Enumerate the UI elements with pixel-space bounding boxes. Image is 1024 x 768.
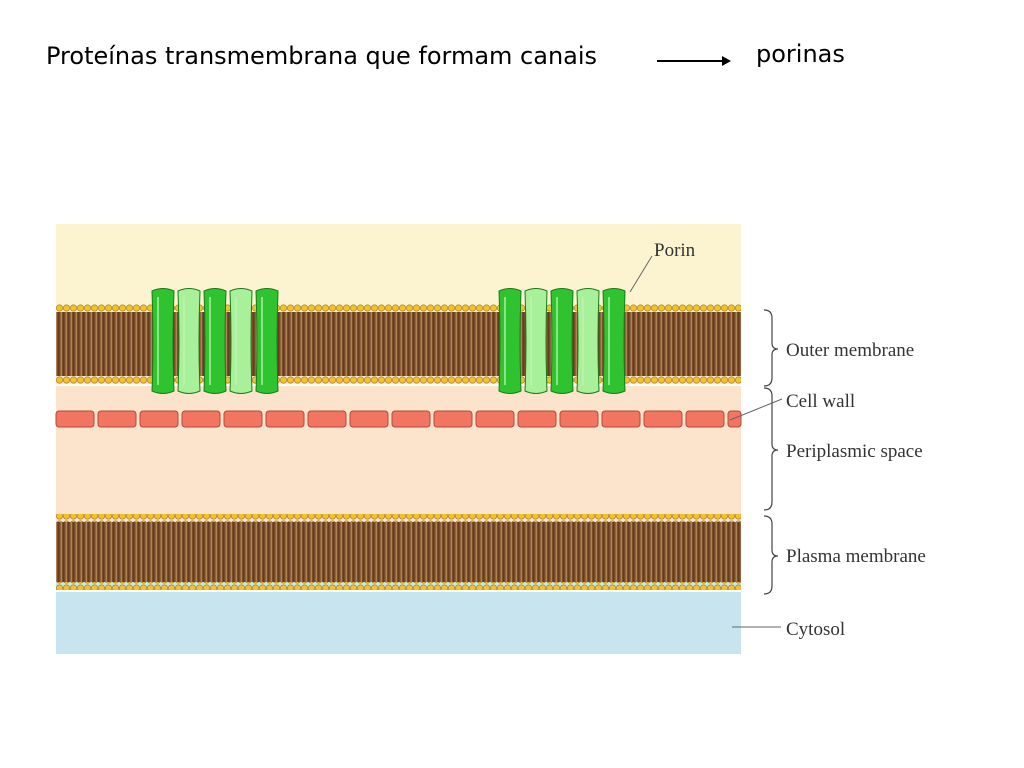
arrow-line [657,60,725,62]
arrow-head-icon [722,56,731,66]
label-plasma-membrane: Plasma membrane [786,546,926,567]
cell-wall-segment [139,410,179,428]
label-periplasmic-space: Periplasmic space [786,441,923,462]
cell-wall-segment [685,410,725,428]
leader-cell-wall [729,398,783,421]
label-cytosol: Cytosol [786,619,845,640]
cell-wall-segment [601,410,641,428]
bracket-outer-membrane [763,309,779,387]
porin-protein [498,288,626,394]
cell-wall-segment [727,410,742,428]
label-outer-membrane: Outer membrane [786,340,914,361]
cell-wall-segment [97,410,137,428]
porin-protein [151,288,279,394]
cell-wall-segment [391,410,431,428]
cell-wall-segment [475,410,515,428]
cell-wall-segment [265,410,305,428]
slide-heading: Proteínas transmembrana que formam canai… [46,42,598,70]
periplasmic-region [56,386,741,517]
plasma-membrane [56,514,741,590]
cell-wall-segment [223,410,263,428]
cell-wall-segment [559,410,599,428]
cell-wall-segment [181,410,221,428]
cell-wall [55,410,742,428]
porins [151,288,626,394]
slide-result: porinas [756,40,845,68]
label-porin: Porin [654,240,696,261]
bracket-plasma-membrane [763,515,779,595]
bracket-periplasmic-space [763,387,779,511]
cell-wall-segment [433,410,473,428]
cell-wall-segment [349,410,389,428]
cell-wall-segment [55,410,95,428]
leader-porin [629,255,653,293]
cell-wall-segment [517,410,557,428]
cell-wall-segment [643,410,683,428]
cell-wall-segment [307,410,347,428]
cytosol-region [56,592,741,654]
label-cell-wall: Cell wall [786,391,855,412]
